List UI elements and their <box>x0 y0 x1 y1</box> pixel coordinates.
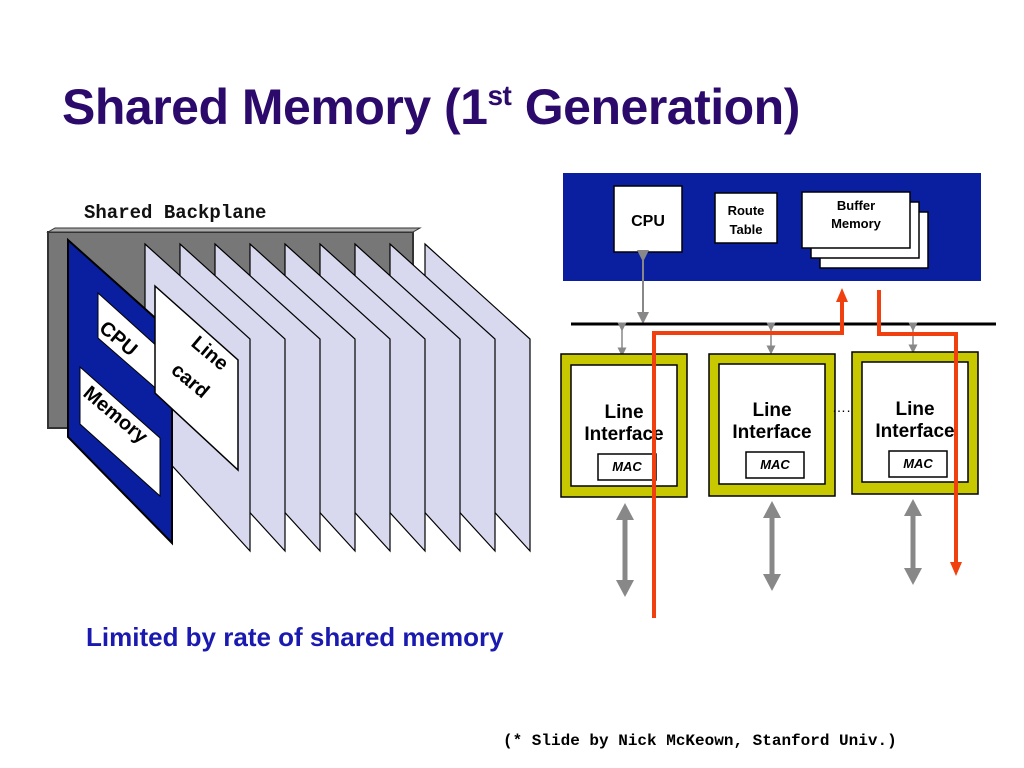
mac-2-label: MAC <box>760 457 790 472</box>
buffer-memory-module <box>801 191 911 249</box>
route-table-module <box>714 192 778 244</box>
buffer-memory-label-2: Memory <box>831 216 882 231</box>
mac-3 <box>888 450 948 478</box>
port-arrow-2-head-bottom <box>763 574 781 591</box>
memory-box <box>79 365 161 498</box>
external-port-arrows <box>616 499 922 597</box>
cpu-module-label: CPU <box>631 213 665 230</box>
slide-title: Shared Memory (1st Generation) <box>62 79 800 135</box>
route-table-label-1: Route <box>728 203 765 218</box>
title-superscript: st <box>487 80 512 111</box>
mac-2 <box>745 451 805 479</box>
router-diagram: CPU Route Table Buffer Memory Line Inter… <box>560 173 996 618</box>
line-interface-3-label-1: Line <box>895 399 934 420</box>
line-card-front <box>154 284 239 472</box>
line-interface-3-label-2: Interface <box>875 421 954 442</box>
backplane-diagram: CPU Memory Line card <box>46 227 531 553</box>
mac-1-label: MAC <box>612 459 642 474</box>
line-card-stack <box>144 242 531 553</box>
mac-3-label: MAC <box>903 456 933 471</box>
line-interface-1-label-1: Line <box>604 402 643 423</box>
route-table-label-2: Table <box>730 222 763 237</box>
packet-path-in <box>652 300 844 618</box>
packet-path-in-head <box>836 288 848 302</box>
buffer-memory-label-1: Buffer <box>837 198 875 213</box>
cpu-module <box>613 185 683 253</box>
diagram-caption: Limited by rate of shared memory <box>86 622 504 652</box>
line-interface-1-label-2: Interface <box>584 424 663 445</box>
line-interface-2-label-2: Interface <box>732 422 811 443</box>
packet-path-out <box>877 290 958 563</box>
slide-credit: (* Slide by Nick McKeown, Stanford Univ.… <box>503 732 897 750</box>
port-arrow-3-head-top <box>904 499 922 516</box>
port-arrow-2-head-top <box>763 501 781 518</box>
port-arrow-1-head-bottom <box>616 580 634 597</box>
port-arrow-3-head-bottom <box>904 568 922 585</box>
shared-backplane-label: Shared Backplane <box>84 202 267 224</box>
packet-path-out-head <box>950 562 962 576</box>
backplane-top <box>46 227 422 233</box>
line-interface-2-label-1: Line <box>752 400 791 421</box>
port-arrow-1-head-top <box>616 503 634 520</box>
